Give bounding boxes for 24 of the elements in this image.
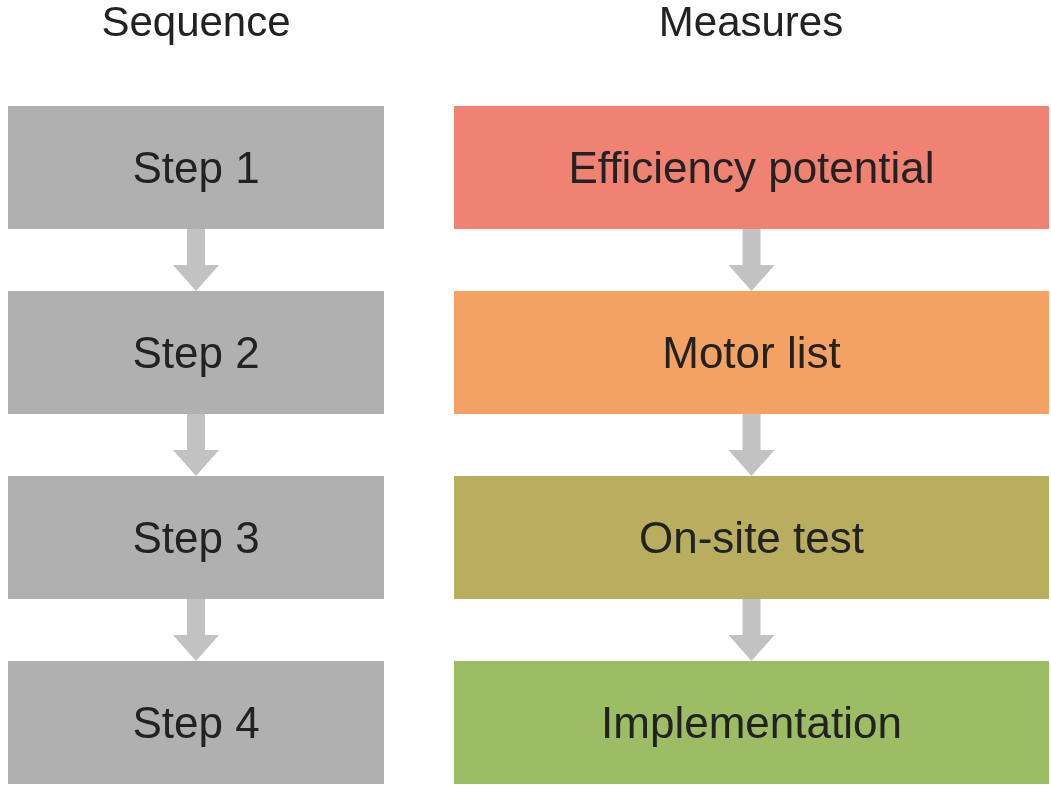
step-text: Implementation xyxy=(601,697,902,748)
down-arrow xyxy=(173,414,219,476)
process-box xyxy=(454,106,1049,229)
column-heading: Sequence xyxy=(101,0,291,46)
process-box xyxy=(8,291,384,414)
process-box xyxy=(8,661,384,784)
process-box xyxy=(454,476,1049,599)
column-heading: Measures xyxy=(658,0,844,46)
process-box xyxy=(454,661,1049,784)
step-text: Step 4 xyxy=(132,697,260,748)
step-text: Step 2 xyxy=(132,327,260,378)
process-box xyxy=(8,106,384,229)
step-text: Efficiency potential xyxy=(568,142,935,193)
down-arrow xyxy=(173,599,219,661)
down-arrow xyxy=(728,414,775,476)
down-arrow xyxy=(728,599,775,661)
step-text: Step 3 xyxy=(132,512,260,563)
step-text: Motor list xyxy=(662,327,841,378)
step-text: On-site test xyxy=(639,512,864,563)
process-box xyxy=(8,476,384,599)
step-text: Step 1 xyxy=(132,142,260,193)
down-arrow xyxy=(173,229,219,291)
process-box xyxy=(454,291,1049,414)
down-arrow xyxy=(728,229,775,291)
